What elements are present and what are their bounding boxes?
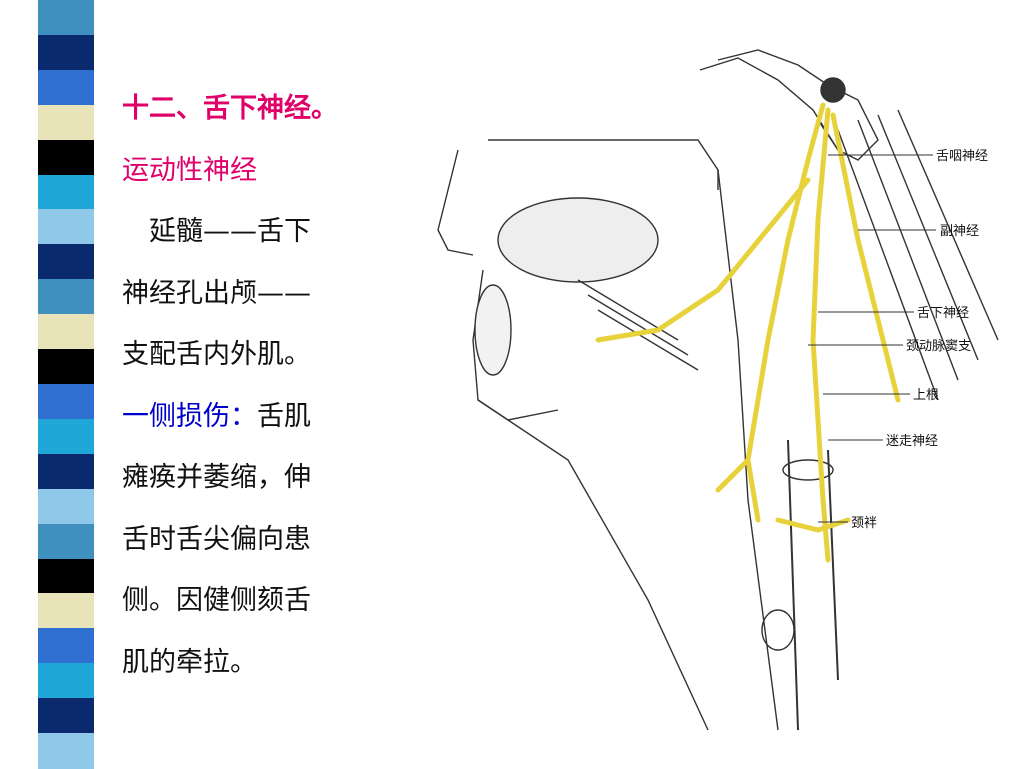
stripe-block <box>38 453 94 490</box>
stripe-block <box>38 0 94 36</box>
stripe-block <box>38 733 94 769</box>
stripe-block <box>38 558 94 595</box>
stripe-block <box>38 139 94 176</box>
stripe-block <box>38 69 94 106</box>
injury-label: 一侧损伤： <box>122 400 257 432</box>
label-accessory: 副神经 <box>940 224 979 239</box>
injury-text-line: 侧。因健侧颏舌 <box>122 585 311 616</box>
stripe-block <box>38 488 94 525</box>
stripe-block <box>38 244 94 281</box>
stripe-block <box>38 698 94 735</box>
stripe-block <box>38 628 94 665</box>
injury-line: 一侧损伤：舌肌 <box>122 386 372 448</box>
slide-title: 十二、舌下神经。 <box>122 93 338 124</box>
stripe-block <box>38 209 94 246</box>
injury-text-line: 肌的牵拉。 <box>122 646 257 678</box>
stripe-block <box>38 279 94 316</box>
label-vagus: 迷走神经 <box>886 434 938 449</box>
hypoglossal-nerve-figure: 舌咽神经 副神经 舌下神经 颈动脉窦支 上根 迷走神经 颈袢 <box>437 49 999 731</box>
injury-text-line: 舌时舌尖偏向患 <box>122 523 311 555</box>
injury-text-line: 瘫痪并萎缩，伸 <box>122 462 311 493</box>
label-hypoglossal: 舌下神经 <box>917 306 969 321</box>
label-glossopharyngeal: 舌咽神经 <box>936 149 988 164</box>
label-carotid-sinus-branch: 颈动脉窦支 <box>906 339 971 354</box>
slide-subtitle: 运动性神经 <box>122 154 257 186</box>
label-superior-root: 上根 <box>913 388 939 403</box>
stripe-block <box>38 174 94 211</box>
label-ansa-cervicalis: 颈袢 <box>851 516 877 531</box>
slide-text: 十二、舌下神经。 运动性神经 延髓——舌下 神经孔出颅—— 支配舌内外肌。 一侧… <box>122 78 372 693</box>
body-line: 支配舌内外肌。 <box>122 339 311 370</box>
body-line: 神经孔出颅—— <box>122 277 311 309</box>
injury-first: 舌肌 <box>257 400 311 432</box>
stripe-block <box>38 593 94 630</box>
decorative-stripe <box>38 0 94 769</box>
stripe-block <box>38 384 94 420</box>
stripe-block <box>38 418 94 455</box>
stripe-block <box>38 314 94 351</box>
stripe-block <box>38 349 94 385</box>
stripe-block <box>38 34 94 71</box>
stripe-block <box>38 523 94 560</box>
stripe-block <box>38 104 94 141</box>
stripe-block <box>38 663 94 700</box>
body-line: 延髓——舌下 <box>122 216 311 247</box>
